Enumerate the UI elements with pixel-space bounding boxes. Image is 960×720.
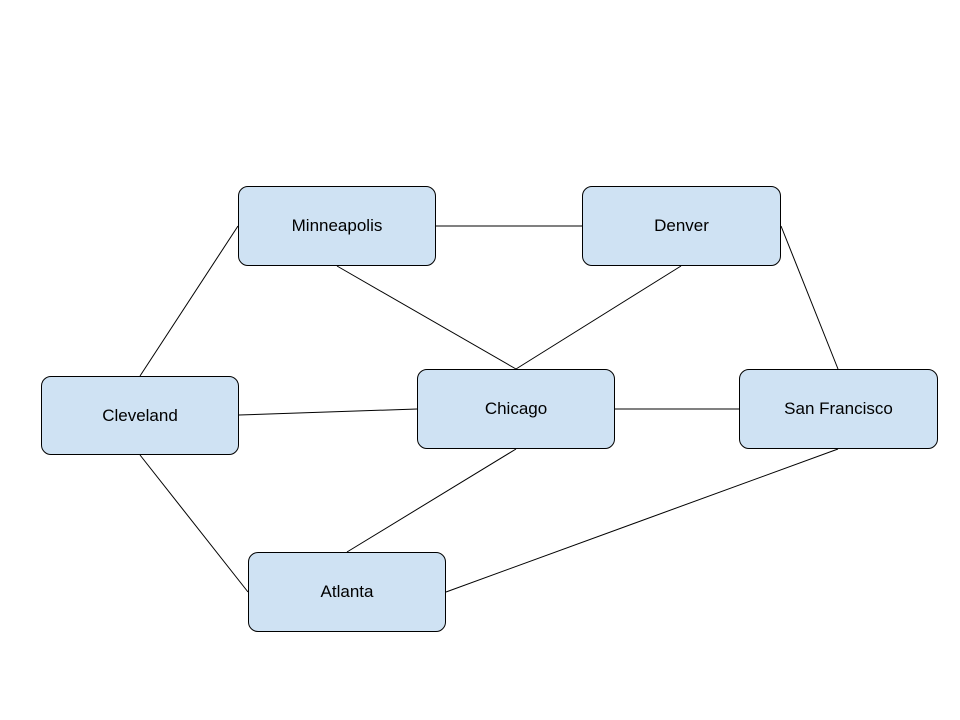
node-minneapolis: Minneapolis (238, 186, 436, 266)
node-atlanta: Atlanta (248, 552, 446, 632)
edge-cleveland-chicago (238, 408, 418, 416)
node-label-cleveland: Cleveland (102, 405, 178, 425)
node-denver: Denver (582, 186, 781, 266)
edge-denver-san-francisco (780, 225, 839, 370)
edge-san-francisco-atlanta (445, 448, 839, 593)
node-label-atlanta: Atlanta (320, 582, 374, 601)
edge-minneapolis-cleveland (139, 225, 239, 377)
edge-minneapolis-chicago (336, 265, 517, 370)
edge-chicago-atlanta (346, 448, 517, 553)
node-label-minneapolis: Minneapolis (291, 216, 383, 235)
edge-cleveland-atlanta (139, 454, 249, 593)
node-cleveland: Cleveland (41, 376, 239, 455)
node-chicago: Chicago (417, 369, 615, 449)
node-label-chicago: Chicago (484, 399, 548, 418)
node-label-san-francisco: San Francisco (784, 399, 893, 418)
node-label-denver: Denver (654, 216, 709, 235)
node-san-francisco: San Francisco (739, 369, 938, 449)
edge-denver-chicago (515, 265, 682, 370)
